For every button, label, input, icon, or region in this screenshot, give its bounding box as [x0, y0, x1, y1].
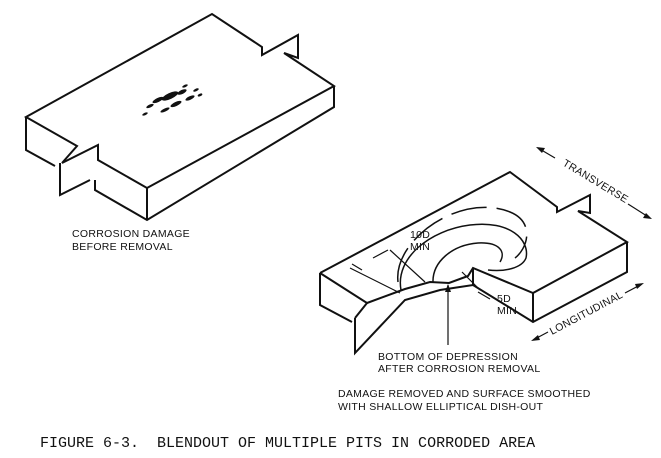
after-caption-line1: DAMAGE REMOVED AND SURFACE SMOOTHED — [338, 388, 591, 400]
depression-label-line2: AFTER CORROSION REMOVAL — [378, 363, 540, 375]
dim-5d-label: 5D — [497, 293, 511, 305]
corroded-block-before — [23, 12, 336, 222]
elliptical-dish-out — [397, 206, 528, 291]
blended-block-after — [319, 170, 629, 356]
dim-10d-label: 10D — [410, 229, 430, 241]
longitudinal-label: LONGITUDINAL — [548, 289, 625, 338]
dim-5d-min-label: MIN — [497, 305, 517, 317]
figure-caption: FIGURE 6-3. BLENDOUT OF MULTIPLE PITS IN… — [40, 435, 535, 452]
transverse-label: TRANSVERSE — [560, 157, 630, 205]
before-caption-line2: BEFORE REMOVAL — [72, 241, 173, 253]
depression-label-line1: BOTTOM OF DEPRESSION — [378, 351, 518, 363]
corrosion-pits — [142, 84, 203, 116]
dim-10d-min-label: MIN — [410, 241, 430, 253]
longitudinal-arrow: LONGITUDINAL — [531, 283, 644, 341]
before-caption-line1: CORROSION DAMAGE — [72, 228, 190, 240]
after-caption-line2: WITH SHALLOW ELLIPTICAL DISH-OUT — [338, 401, 544, 413]
transverse-arrow: TRANSVERSE — [536, 147, 652, 219]
dimension-lines — [349, 249, 491, 345]
